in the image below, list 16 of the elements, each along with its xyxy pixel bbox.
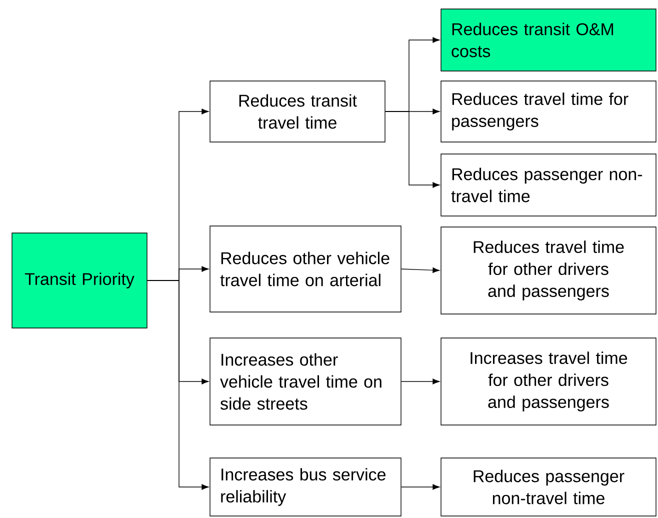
arrow bbox=[401, 267, 440, 273]
arrow bbox=[401, 378, 440, 384]
arrow bbox=[401, 484, 440, 490]
effect-box: Reduces other vehicle travel time on arterial bbox=[210, 226, 402, 312]
arrow bbox=[385, 111, 440, 188]
arrow bbox=[147, 280, 209, 490]
outcome-box: Reduces travel time for other drivers and passengers bbox=[440, 226, 656, 314]
effect-box: Increases other vehicle travel time on side streets bbox=[210, 338, 402, 426]
outcome-box: Reduces travel time for passengers bbox=[440, 80, 656, 142]
outcome-box: Increases travel time for other drivers and passengers bbox=[440, 338, 656, 426]
effect-box: Reduces transit travel time bbox=[210, 80, 386, 142]
outcome-box: Reduces passenger non-travel time bbox=[440, 458, 656, 516]
outcome-box: Reduces transit O&M costs bbox=[440, 8, 656, 72]
effect-box: Increases bus service reliability bbox=[210, 458, 402, 516]
start-box: Transit Priority bbox=[12, 232, 148, 328]
outcome-box: Reduces passenger non-travel time bbox=[440, 154, 656, 216]
